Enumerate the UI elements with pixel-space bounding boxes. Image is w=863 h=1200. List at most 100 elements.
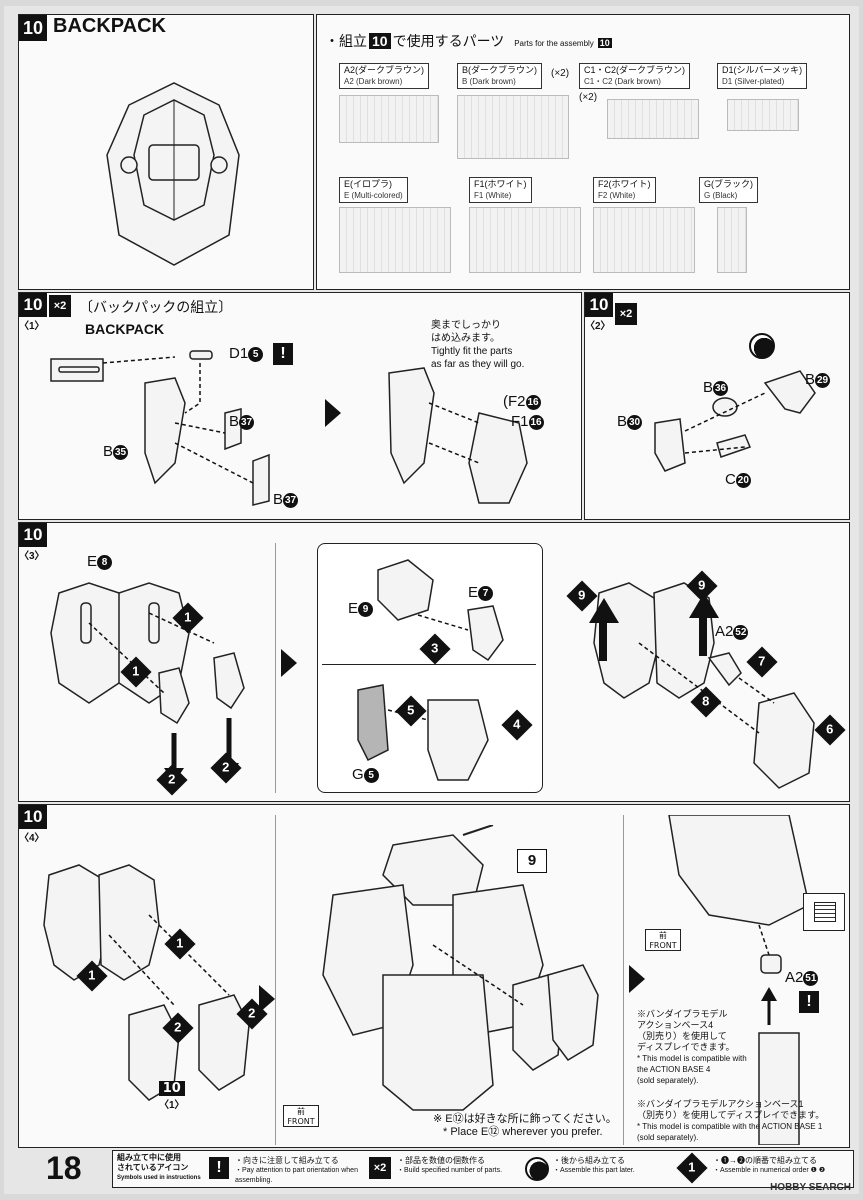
runner-image-b <box>457 95 569 159</box>
runner-en: F1 (White) <box>474 191 512 200</box>
runner-label-c: C1・C2(ダークブラウン)C1・C2 (Dark brown) <box>579 63 691 89</box>
next-arrow <box>629 965 645 993</box>
backpack-frame-assembly <box>50 350 270 506</box>
substep-title-en: BACKPACK <box>85 321 165 337</box>
runner-jp: G(ブラック) <box>704 179 753 189</box>
runner-label-a2: A2(ダークブラウン)A2 (Dark brown) <box>339 63 430 89</box>
legend-order-text: ・❶→❷の順番で組み立てる・Assemble in numerical orde… <box>713 1156 826 1174</box>
inner-part-assembly <box>357 559 504 781</box>
next-arrow <box>281 649 297 677</box>
substep-title-jp: 〔バックパックの組立〕 <box>79 299 233 315</box>
parts-header-jp2: で使用するパーツ <box>392 33 505 49</box>
substep-number: 10 <box>19 805 47 829</box>
robot-backpack-mount <box>322 825 599 1111</box>
runner-label-b: B(ダークブラウン)B (Dark brown) <box>457 63 542 89</box>
backpack-cover-assembly <box>388 367 528 504</box>
multiply-badge: ×2 <box>615 303 637 325</box>
shield-binder-assembly <box>50 582 245 783</box>
assemble-later-icon <box>749 333 775 359</box>
action-base-1-note: ※バンダイプラモデルアクションベース1（別売り）を使用してディスプレイできます。… <box>637 1099 825 1142</box>
runner-label-f1: F1(ホワイト) F1 (White) <box>469 177 532 203</box>
step-number: 10 <box>19 15 47 41</box>
parts-header-en-step: 10 <box>597 38 612 48</box>
runner-image-e <box>339 207 451 273</box>
runner-image-c <box>607 99 699 139</box>
caution-icon: ! <box>273 343 293 365</box>
runner-en: F2 (White) <box>598 191 636 200</box>
step-title: BACKPACK <box>53 15 166 37</box>
runner-jp: C1・C2(ダークブラウン) <box>584 65 686 75</box>
backpack-overview-panel: 10 BACKPACK <box>18 14 314 290</box>
runner-jp: F1(ホワイト) <box>474 179 527 189</box>
page-number: 18 <box>46 1150 82 1186</box>
runner-label-d1: D1(シルバーメッキ) D1 (Silver-plated) <box>717 63 808 89</box>
runner-qty-c: (×2) <box>579 92 598 103</box>
multiply-badge: ×2 <box>49 295 71 317</box>
runner-image-a2 <box>339 95 439 143</box>
runner-image-f2 <box>593 207 695 273</box>
runner-en: D1 (Silver-plated) <box>722 77 785 86</box>
ref-step-number: 10 <box>159 1081 185 1096</box>
final-binder-assembly <box>589 582 815 789</box>
substep-index: 〈3〉 <box>19 551 45 562</box>
divider <box>275 815 276 1145</box>
substep-index: 〈1〉 <box>19 321 45 332</box>
divider <box>275 543 276 793</box>
runner-image-f1 <box>469 207 581 273</box>
runner-en: A2 (Dark brown) <box>344 77 403 86</box>
action-base-mount <box>668 815 810 1145</box>
base-detail-box <box>803 893 845 931</box>
ref-substep-index: 〈1〉 <box>159 1100 185 1111</box>
divider <box>623 815 624 1145</box>
runner-jp: D1(シルバーメッキ) <box>722 65 803 75</box>
legend-multiply-icon: ×2 <box>369 1157 391 1179</box>
runner-label-g: G(ブラック)G (Black) <box>699 177 758 203</box>
next-arrow <box>259 985 275 1013</box>
runner-en: E (Multi-colored) <box>344 191 403 200</box>
step-10-4-panel: 10 〈4〉 1 1 2 2 10 〈1〉 9 <box>18 804 850 1148</box>
legend-order-icon: 1 <box>676 1152 708 1184</box>
legend-caution-text: ・向きに注意して組み立てる・Pay attention to part orie… <box>235 1156 358 1184</box>
binder-attach-assembly <box>43 864 250 1101</box>
reference-step-badge: 10 〈1〉 <box>159 1081 185 1111</box>
runner-label-f2: F2(ホワイト)F2 (White) <box>593 177 656 203</box>
parts-header-step: 10 <box>369 33 391 49</box>
legend-caution-icon: ! <box>209 1157 229 1179</box>
callout-step-9: 9 <box>517 849 547 873</box>
substep-index: 〈4〉 <box>19 833 45 844</box>
parts-header-jp: ・組立 <box>325 33 367 49</box>
watermark: HOBBY SEARCH <box>770 1182 851 1193</box>
legend-multiply-text: ・部品を数値の個数作る・Build specified number of pa… <box>397 1156 503 1174</box>
runner-image-g <box>717 207 747 273</box>
action-base-4-note: ※バンダイプラモデルアクションベース4（別売り）を使用してディスプレイできます。… <box>637 1009 747 1085</box>
runner-label-e: E(イロプラ)E (Multi-colored) <box>339 177 408 203</box>
legend-later-icon <box>525 1157 549 1181</box>
substep-number: 10 <box>19 293 47 317</box>
